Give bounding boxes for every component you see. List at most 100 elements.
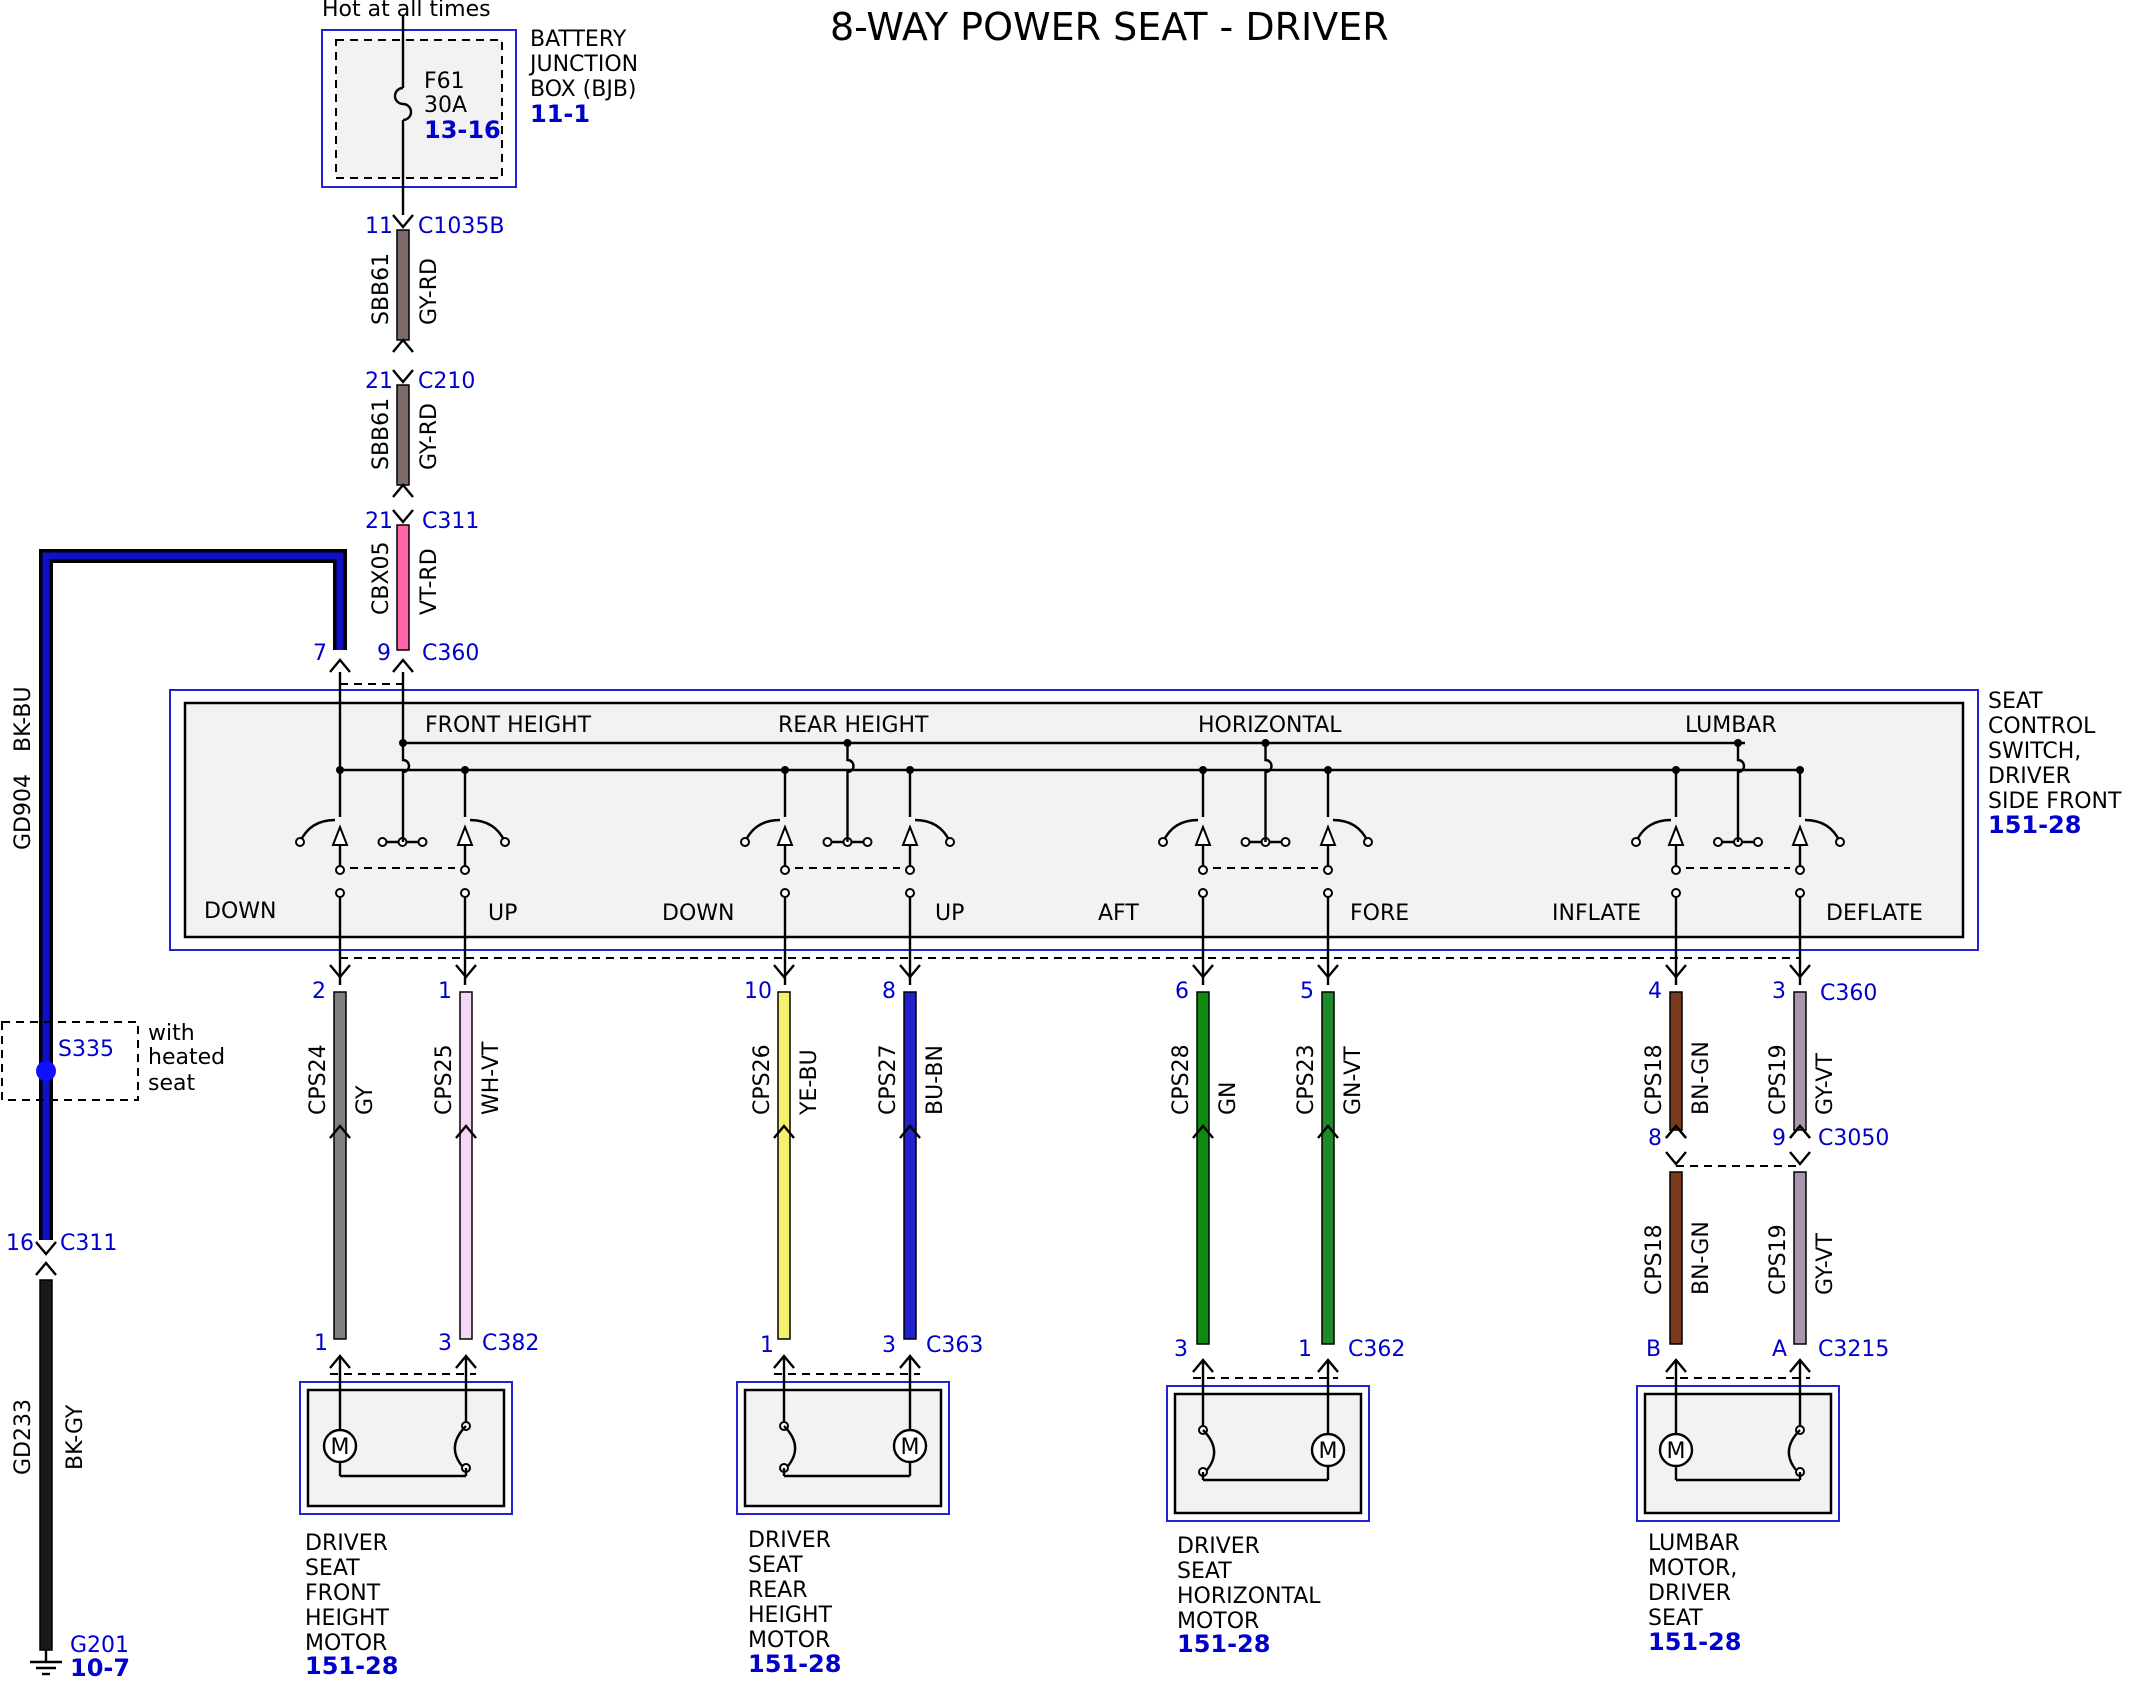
bjb-name-2: JUNCTION [528,52,638,77]
output-pin: 2 [312,979,326,1004]
connector-chevron [1317,964,1339,979]
switch-pair-4 [1631,739,1845,985]
output-color: GN-VT [1341,1046,1366,1115]
motor-pin: 1 [1298,1337,1312,1362]
motor1-name-2: SEAT [305,1556,360,1581]
ground-color-2: BK-GY [63,1404,88,1470]
motor2-ref: 151-28 [748,1650,841,1678]
section-front-height: FRONT HEIGHT [425,713,592,738]
power-contact [1753,837,1763,847]
bus-junction [1199,766,1207,774]
power-contact [1240,837,1251,847]
connector-chevron [392,509,414,524]
motor-pin: B [1646,1337,1661,1362]
output-wire-8: 3 CPS19 GY-VT 9 C3050 CPS19 GY-VT A C321… [1766,979,1889,1362]
switch-pair-3 [1158,739,1373,985]
motor-4: M [1636,1358,1840,1522]
motor-conn: C362 [1348,1337,1405,1362]
output-pin: 5 [1300,979,1314,1004]
feed-circuit-1: SBB61 [369,253,394,325]
motor-box [736,1381,950,1515]
feed-conn-2: C210 [418,369,475,394]
connector-chevron [329,1124,351,1139]
fuse-ref: 13-16 [424,116,501,144]
switch-name-5: SIDE FRONT [1988,789,2122,814]
wire-body-2 [1793,1171,1807,1345]
connector-chevron [35,1241,57,1256]
motor-conn: C363 [926,1333,983,1358]
connector-chevron [1317,1124,1339,1139]
fuse-symbol [393,86,413,122]
bus-junction [843,739,852,747]
power-tap [401,743,411,842]
switch-bottom-conn: C360 [1820,981,1877,1006]
bus-junction [1796,766,1804,774]
motor-symbol: M [1319,1439,1338,1464]
motor-1: M [299,1354,513,1515]
connector-chevrons [329,964,1811,1166]
motor4-name-1: LUMBAR [1648,1531,1740,1556]
ground-wire-gd233 [39,1279,53,1651]
feed-segment-3: 21 C311 CBX05 VT-RD [365,509,479,651]
switch-contact [905,865,915,875]
output-wire-3: 10 CPS26 YE-BU 1 [744,979,822,1358]
output-wire-4: 8 CPS27 BU-BN 3 C363 [876,979,983,1358]
motor3-name-2: SEAT [1177,1559,1232,1584]
connector-chevron [1665,1124,1687,1139]
wire-body [777,991,791,1340]
feed-pin-2: 21 [365,369,393,394]
feed-wire-1 [396,229,410,341]
power-contact [862,837,873,847]
switch-box [169,689,1979,951]
connector-chevron [773,964,795,979]
switch-top-conn: C360 [422,641,479,666]
motor-pin: 3 [1174,1337,1188,1362]
output-color: WH-VT [479,1041,504,1115]
switch-contact [1671,888,1681,898]
power-contact [417,837,428,847]
feed-circuit-2: SBB61 [369,398,394,470]
mid-conn: C3050 [1818,1126,1889,1151]
ground-symbol-icon [30,1650,62,1676]
output-color: BN-GN [1689,1041,1714,1115]
motor3-name-3: HORIZONTAL [1177,1584,1321,1609]
output-color: GY [353,1085,378,1115]
fuse-name: F61 [424,69,465,94]
motor-box [1636,1385,1840,1522]
switch-contact [460,888,470,898]
connector-chevron [899,964,921,979]
section-rear-height: REAR HEIGHT [778,713,929,738]
switch-contact [335,865,345,875]
power-contact [1280,837,1291,847]
connector-chevron [329,658,351,673]
rocker-contact [1631,837,1641,847]
switch-contact [335,888,345,898]
switch-pin-7: 7 [313,641,327,666]
output-pin: 6 [1175,979,1189,1004]
switch-name-4: DRIVER [1988,764,2071,789]
motor-symbol: M [331,1435,350,1460]
motor-pin: 1 [760,1333,774,1358]
connector-chevron [392,338,414,353]
splice-note-2: heated [148,1045,225,1070]
connector-chevron [1665,964,1687,979]
motor1-name-1: DRIVER [305,1531,388,1556]
section-horizontal: HORIZONTAL [1198,713,1342,738]
bus-junction [1672,766,1680,774]
dir-up-1: UP [488,901,517,926]
splice-note-3: seat [148,1071,195,1096]
dir-down-2: DOWN [662,901,734,926]
output-wire-5: 6 CPS28 GN 3 [1169,979,1241,1362]
switch-contact [1671,865,1681,875]
ground-pin: 16 [6,1231,34,1256]
motor-conn: C382 [482,1331,539,1356]
wire-body [1321,991,1335,1345]
feed-wire-3 [396,524,410,651]
connector-chevron [1789,964,1811,979]
motor1-name-3: FRONT [305,1581,381,1606]
motor2-name-4: HEIGHT [748,1603,833,1628]
output-pin: 8 [882,979,896,1004]
motor2-name-3: REAR [748,1578,808,1603]
